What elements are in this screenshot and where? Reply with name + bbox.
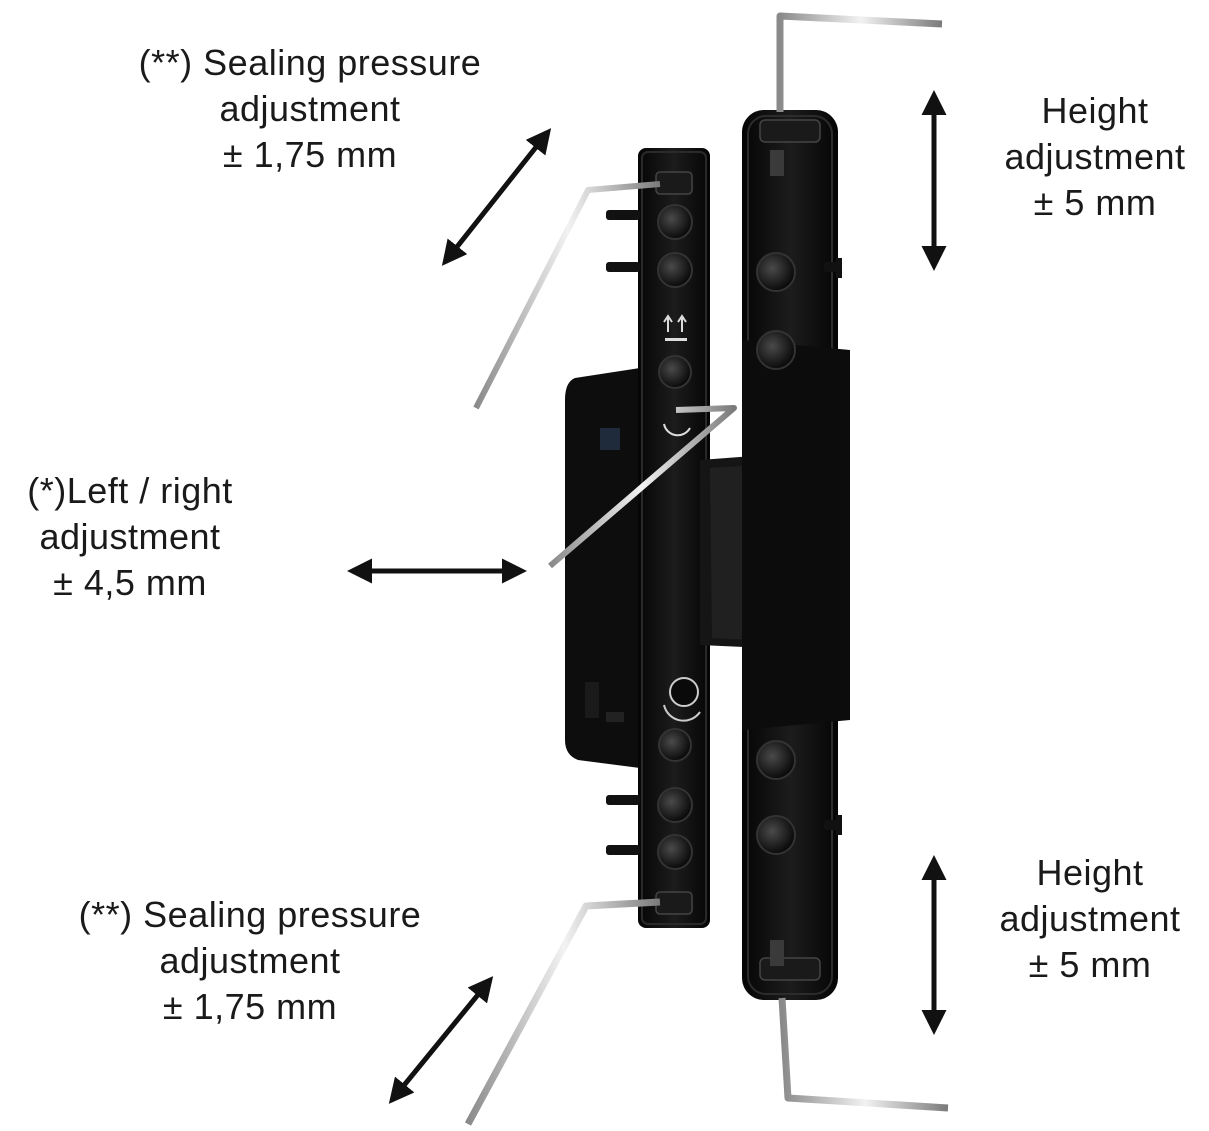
- label-line: (**) Sealing pressure: [78, 894, 422, 935]
- screw-icon: [658, 355, 692, 389]
- spring-icon: [770, 940, 784, 966]
- up-arrows-icon: [663, 314, 687, 332]
- screw-icon: [756, 252, 796, 292]
- left-right-adjustment-label: (*)Left / right adjustment ± 4,5 mm: [0, 468, 260, 606]
- screw-icon: [657, 834, 693, 870]
- sealing-pressure-label-bottom: (**) Sealing pressure adjustment ± 1,75 …: [40, 892, 460, 1030]
- screw-icon: [658, 728, 692, 762]
- sealing-pressure-arrow-bottom: [388, 976, 494, 1104]
- screw-icon: [756, 740, 796, 780]
- allen-key-bottom-right: [778, 997, 949, 1112]
- label-line: adjustment: [999, 898, 1181, 939]
- allen-key-top-left: [473, 181, 661, 410]
- allen-key-top-right: [776, 12, 943, 112]
- spring-icon: [770, 150, 784, 176]
- label-line: Height: [1036, 852, 1144, 893]
- screw-icon: [756, 330, 796, 370]
- allen-key-middle: [548, 405, 737, 569]
- label-line: adjustment: [39, 516, 221, 557]
- sealing-pressure-arrow-top: [441, 128, 552, 266]
- screw-icon: [657, 252, 693, 288]
- label-line: ± 1,75 mm: [162, 986, 338, 1027]
- rotation-icon: [663, 423, 691, 437]
- label-line: Height: [1041, 90, 1149, 131]
- hinge-housing: [565, 368, 640, 768]
- label-line: (*)Left / right: [27, 470, 233, 511]
- screw-icon: [756, 815, 796, 855]
- height-adjustment-label-top: Height adjustment ± 5 mm: [975, 88, 1209, 226]
- label-line: ± 5 mm: [1033, 182, 1157, 223]
- screw-icon: [657, 204, 693, 240]
- sealing-pressure-label-top: (**) Sealing pressure adjustment ± 1,75 …: [100, 40, 520, 178]
- height-adjustment-label-bottom: Height adjustment ± 5 mm: [970, 850, 1209, 988]
- allen-key-bottom-left: [464, 898, 661, 1126]
- lock-dial-icon: [669, 677, 699, 707]
- label-line: ± 1,75 mm: [222, 134, 398, 175]
- label-line: ± 4,5 mm: [53, 562, 207, 603]
- sash-plate: [742, 110, 850, 1000]
- label-line: adjustment: [159, 940, 341, 981]
- label-line: adjustment: [219, 88, 401, 129]
- screw-icon: [657, 787, 693, 823]
- frame-plate: [606, 148, 710, 928]
- label-line: (**) Sealing pressure: [138, 42, 482, 83]
- label-line: adjustment: [1004, 136, 1186, 177]
- label-line: ± 5 mm: [1028, 944, 1152, 985]
